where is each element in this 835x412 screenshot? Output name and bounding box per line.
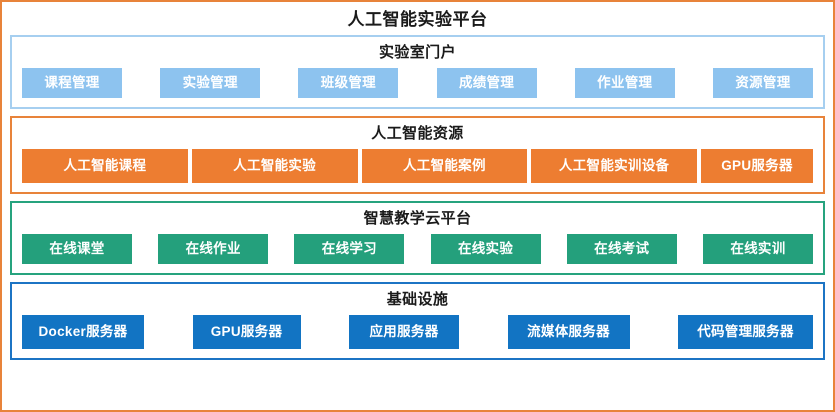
page-title: 人工智能实验平台 [347,10,488,29]
chip-online-classroom[interactable]: 在线课堂 [22,234,132,264]
layer-cloud-platform-title: 智慧教学云平台 [363,210,472,227]
layer-ai-resource-title: 人工智能资源 [371,125,464,142]
chip-streaming-media-server[interactable]: 流媒体服务器 [507,315,630,349]
chip-experiment-management[interactable]: 实验管理 [160,68,261,98]
chip-ai-course[interactable]: 人工智能课程 [22,149,188,183]
chip-class-management[interactable]: 班级管理 [298,68,399,98]
layer-infrastructure-title: 基础设施 [386,291,449,308]
chip-online-experiment[interactable]: 在线实验 [430,234,541,264]
chip-course-management[interactable]: 课程管理 [22,68,122,98]
layer-portal-title: 实验室门户 [378,44,456,61]
chip-gpu-server-infra[interactable]: GPU服务器 [192,315,301,349]
layer-cloud-platform-items: 在线课堂 在线作业 在线学习 在线实验 在线考试 在线实训 [22,234,813,264]
chip-resource-management[interactable]: 资源管理 [712,68,813,98]
layer-infrastructure-items: Docker服务器 GPU服务器 应用服务器 流媒体服务器 代码管理服务器 [22,315,813,349]
chip-gpu-server-resource[interactable]: GPU服务器 [701,149,813,183]
chip-ai-training-equipment[interactable]: 人工智能实训设备 [531,149,697,183]
layer-portal-items: 课程管理 实验管理 班级管理 成绩管理 作业管理 资源管理 [22,68,813,98]
chip-ai-experiment[interactable]: 人工智能实验 [191,149,358,183]
chip-application-server[interactable]: 应用服务器 [349,315,459,349]
chip-ai-case[interactable]: 人工智能案例 [361,149,528,183]
chip-online-exam[interactable]: 在线考试 [566,234,677,264]
chip-online-learning[interactable]: 在线学习 [294,234,405,264]
layer-ai-resource-items: 人工智能课程 人工智能实验 人工智能案例 人工智能实训设备 GPU服务器 [22,149,813,183]
chip-online-training[interactable]: 在线实训 [702,234,813,264]
layer-portal: 实验室门户 课程管理 实验管理 班级管理 成绩管理 作业管理 资源管理 [10,35,825,109]
chip-homework-management[interactable]: 作业管理 [574,68,675,98]
chip-online-homework[interactable]: 在线作业 [158,234,269,264]
layer-infrastructure: 基础设施 Docker服务器 GPU服务器 应用服务器 流媒体服务器 代码管理服… [10,282,825,360]
chip-grade-management[interactable]: 成绩管理 [436,68,537,98]
chip-docker-server[interactable]: Docker服务器 [22,315,144,349]
layer-cloud-platform: 智慧教学云平台 在线课堂 在线作业 在线学习 在线实验 在线考试 在线实训 [10,201,825,275]
layer-ai-resource: 人工智能资源 人工智能课程 人工智能实验 人工智能案例 人工智能实训设备 GPU… [10,116,825,194]
chip-code-management-server[interactable]: 代码管理服务器 [678,315,813,349]
